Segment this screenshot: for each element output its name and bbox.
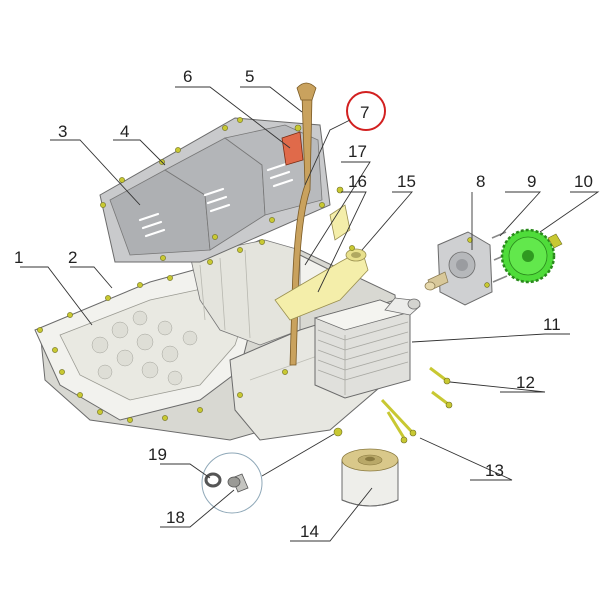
baffle-plate — [99, 117, 331, 263]
oil-pump — [424, 231, 509, 306]
leader-lines — [20, 86, 600, 542]
callout-18: 18 — [166, 508, 185, 527]
callout-16: 16 — [348, 172, 367, 191]
callout-11: 11 — [543, 315, 561, 334]
dipstick-bracket — [281, 131, 304, 166]
callout-7: 7 — [360, 103, 369, 122]
callout-13: 13 — [485, 461, 504, 480]
drain-plug — [201, 452, 263, 514]
callout-5: 5 — [245, 67, 254, 86]
oil-cooler — [313, 297, 421, 399]
callout-10: 10 — [574, 172, 593, 191]
callout-17: 17 — [348, 142, 367, 161]
gear — [500, 228, 563, 284]
callout-3: 3 — [58, 122, 67, 141]
highlight-circle — [346, 91, 386, 131]
callout-4: 4 — [120, 122, 129, 141]
callout-labels: 1 2 3 4 5 6 7 8 9 10 11 12 13 14 15 16 1… — [14, 67, 593, 541]
callout-1: 1 — [14, 248, 23, 267]
oil-filter — [333, 427, 399, 507]
callout-2: 2 — [68, 248, 77, 267]
callout-14: 14 — [300, 522, 319, 541]
callout-9: 9 — [527, 172, 536, 191]
callout-6: 6 — [183, 67, 192, 86]
callout-19: 19 — [148, 445, 167, 464]
callout-15: 15 — [397, 172, 416, 191]
long-bolts — [380, 366, 453, 444]
callout-8: 8 — [476, 172, 485, 191]
callout-12: 12 — [516, 373, 535, 392]
